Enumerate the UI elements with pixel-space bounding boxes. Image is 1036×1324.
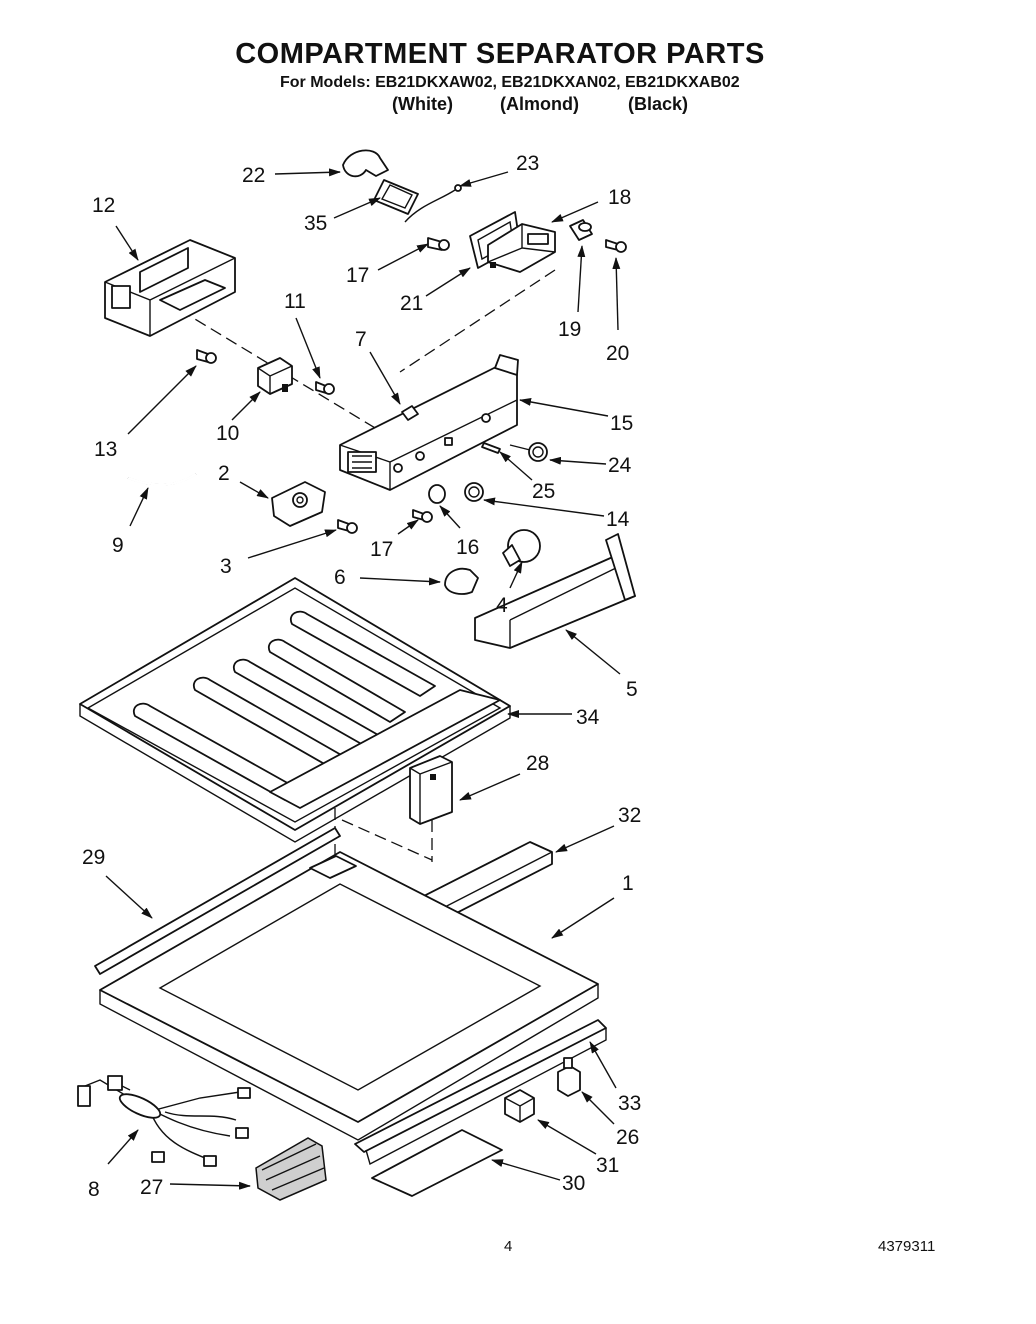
page-title: COMPARTMENT SEPARATOR PARTS <box>235 38 765 70</box>
part-4-light-bulb <box>502 529 541 567</box>
callout-12: 12 <box>92 194 115 217</box>
part-30-cover <box>371 1129 503 1197</box>
callout-27: 27 <box>140 1176 163 1199</box>
callout-17-top: 17 <box>346 264 369 287</box>
part-34-evaporator-tray <box>79 577 511 843</box>
leader-lines <box>105 168 621 1190</box>
callout-8: 8 <box>88 1178 100 1201</box>
part-6-lamp-socket <box>444 567 479 595</box>
part-18-control-box <box>487 223 556 273</box>
callout-25: 25 <box>532 480 555 503</box>
document-number: 4379311 <box>878 1238 936 1255</box>
callout-16: 16 <box>456 536 479 559</box>
callout-4: 4 <box>496 594 508 617</box>
callout-35: 35 <box>304 212 327 235</box>
callout-2: 2 <box>218 462 230 485</box>
callout-20: 20 <box>606 342 629 365</box>
callout-15: 15 <box>610 412 633 435</box>
part-28-bracket <box>409 755 453 825</box>
part-19-sleeve <box>569 219 593 241</box>
callout-10: 10 <box>216 422 239 445</box>
callout-34: 34 <box>576 706 600 729</box>
callout-28: 28 <box>526 752 549 775</box>
callout-19: 19 <box>558 318 581 341</box>
color-white: (White) <box>392 94 453 114</box>
callout-29: 29 <box>82 846 105 869</box>
part-31-switch <box>504 1089 535 1123</box>
callout-31: 31 <box>596 1154 619 1177</box>
part-27-mesh-cover <box>255 1137 327 1201</box>
part-9-tube <box>127 472 197 486</box>
color-black: (Black) <box>628 94 689 114</box>
callout-labels: 1 2 3 4 5 6 7 8 9 10 11 12 13 14 15 16 1… <box>82 152 641 1201</box>
part-24-knob <box>509 442 548 462</box>
callout-1: 1 <box>622 872 634 895</box>
callout-11: 11 <box>284 290 306 313</box>
part-20-screw <box>605 239 627 253</box>
part-14-knob <box>464 482 484 502</box>
part-2-socket <box>271 481 326 527</box>
callout-13: 13 <box>94 438 117 461</box>
callout-14: 14 <box>606 508 630 531</box>
part-5-trim <box>474 533 636 649</box>
callout-18: 18 <box>608 186 631 209</box>
part-1-separator-frame <box>99 851 599 1141</box>
callout-17-lower: 17 <box>370 538 393 561</box>
callout-5: 5 <box>626 678 638 701</box>
part-17-screw-lower <box>412 509 433 523</box>
part-35-gasket <box>373 179 419 215</box>
callout-24: 24 <box>608 454 632 477</box>
part-11-screw <box>315 381 335 395</box>
callout-30: 30 <box>562 1172 585 1195</box>
callout-6: 6 <box>334 566 346 589</box>
part-16-cap <box>428 484 446 504</box>
callout-26: 26 <box>616 1126 639 1149</box>
callout-7: 7 <box>355 328 367 351</box>
models-line: For Models: EB21DKXAW02, EB21DKXAN02, EB… <box>280 74 740 91</box>
callout-3: 3 <box>220 555 232 578</box>
callout-21: 21 <box>400 292 423 315</box>
callout-23: 23 <box>516 152 539 175</box>
part-15-control-panel <box>339 354 519 491</box>
part-8-wire-harness <box>77 1075 251 1167</box>
part-29-rail <box>94 827 341 975</box>
assembly-dashed-lines <box>179 269 556 862</box>
part-13-screw <box>196 349 217 364</box>
color-variants: (White) (Almond) (Black) <box>0 94 1036 116</box>
callout-9: 9 <box>112 534 124 557</box>
part-33-strip <box>354 1019 607 1166</box>
part-12-bracket-housing <box>104 239 236 337</box>
part-3-screw <box>337 519 358 534</box>
color-almond: (Almond) <box>500 94 579 114</box>
page-number: 4 <box>504 1238 513 1255</box>
callout-22: 22 <box>242 164 265 187</box>
part-17-screw-top <box>427 237 450 251</box>
part-25-pin <box>481 442 501 454</box>
part-26-switch <box>557 1057 581 1097</box>
callout-33: 33 <box>618 1092 641 1115</box>
part-22-thermostat-knob <box>342 149 389 178</box>
callout-32: 32 <box>618 804 641 827</box>
part-10-switch <box>257 357 293 395</box>
